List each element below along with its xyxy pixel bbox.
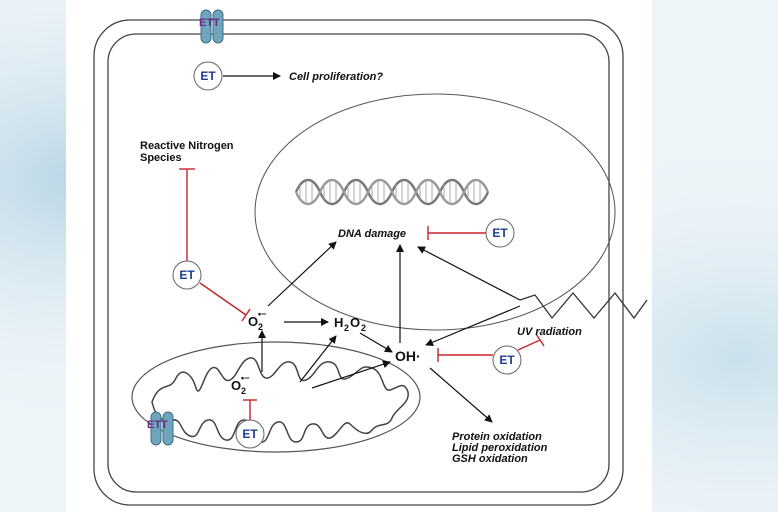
arrow-superoxide-to-dna [267, 241, 337, 307]
svg-text:O: O [231, 378, 241, 393]
rns-label-line1: Reactive Nitrogen [140, 140, 234, 152]
svg-text:•−: •− [241, 373, 249, 383]
et-circle-hydroxyl [492, 345, 522, 375]
svg-text:•−: •− [258, 309, 266, 319]
nucleus [254, 93, 616, 331]
svg-text:2: 2 [361, 323, 366, 333]
cell-proliferation-label: Cell proliferation? [289, 71, 383, 83]
hydrogen-peroxide: H 2 O 2 [334, 315, 366, 333]
inhibit-et-uv-bar [535, 333, 545, 347]
inhibit-et-uv [517, 339, 541, 351]
rns-label-line2: Species [140, 152, 182, 164]
et-label-dna: ET [492, 226, 508, 240]
arrow-hydroxyl-to-outcomes [429, 367, 493, 423]
cell-membrane-outer [93, 19, 624, 506]
outcome-lipid-peroxidation: Lipid peroxidation [452, 442, 548, 454]
et-label-hydroxyl: ET [499, 353, 515, 367]
ett-transporter-top [200, 9, 224, 44]
outcome-protein-oxidation: Protein oxidation [452, 431, 542, 443]
mitochondrion [131, 341, 421, 453]
arrow-mito-to-h2o2 [299, 335, 337, 383]
et-label-rns: ET [179, 268, 195, 282]
svg-text:O: O [350, 315, 360, 330]
arrow-uv-to-hydroxyl [425, 305, 521, 347]
arrow-mito-to-hydroxyl [311, 360, 391, 389]
hydroxyl-radical: OH· [395, 348, 421, 364]
svg-text:2: 2 [344, 323, 349, 333]
ett-label-bottom: ETT [147, 419, 168, 431]
arrow-h2o2-to-hydroxyl [359, 332, 393, 353]
arrow-uv-to-dna [417, 246, 521, 301]
svg-text:2: 2 [241, 386, 246, 396]
dna-damage-label: DNA damage [338, 228, 406, 240]
ett-transporter-bottom [150, 411, 174, 446]
outcome-gsh-oxidation: GSH oxidation [452, 453, 528, 465]
uv-radiation-label: UV radiation [517, 326, 582, 338]
svg-text:H: H [334, 315, 343, 330]
superoxide-mitochondria: O 2 •− [231, 373, 249, 396]
ett-label-top: ETT [199, 17, 220, 29]
dna-helix [294, 178, 490, 206]
et-label-mito: ET [242, 427, 258, 441]
svg-text:O: O [248, 314, 258, 329]
inhibit-et-superoxide [199, 282, 247, 316]
et-circle-proliferation [193, 61, 223, 91]
svg-text:2: 2 [258, 322, 263, 332]
uv-radiation-wave [519, 291, 648, 320]
superoxide-cytosol: O 2 •− [248, 309, 266, 332]
et-label-proliferation: ET [200, 69, 216, 83]
cell-membrane-inner [107, 33, 610, 493]
inhibit-et-superoxide-bar [241, 308, 251, 322]
